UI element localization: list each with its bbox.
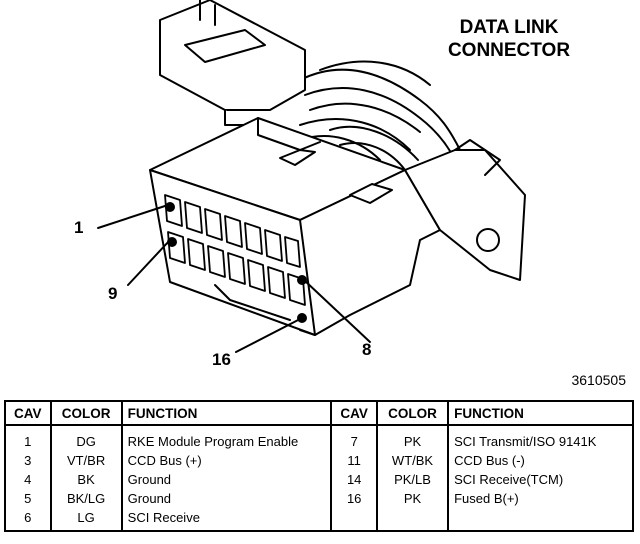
pin-label-9: 9 xyxy=(108,284,118,303)
header-cav-2: CAV xyxy=(330,400,378,426)
connector-illustration xyxy=(97,0,526,353)
title-line-2: CONNECTOR xyxy=(447,40,571,61)
upper-latch xyxy=(159,0,306,126)
pin-label-16: 16 xyxy=(212,350,231,369)
cav-cell: 4 xyxy=(4,470,52,489)
function-cell: CCD Bus (+) xyxy=(120,451,333,470)
table-row: 4 BK Ground 14 PK/LB SCI Receive(TCM) xyxy=(4,470,634,489)
title-line-1: DATA LINK xyxy=(459,17,559,38)
function-cell: Ground xyxy=(120,489,333,508)
cav-cell: 1 xyxy=(4,425,52,451)
function-cell: CCD Bus (-) xyxy=(447,451,634,470)
function-cell: SCI Receive(TCM) xyxy=(447,470,634,489)
function-cell xyxy=(447,508,634,532)
table-row: 5 BK/LG Ground 16 PK Fused B(+) xyxy=(4,489,634,508)
function-cell: RKE Module Program Enable xyxy=(120,425,333,451)
leader-lines xyxy=(97,204,371,353)
wire-bundle xyxy=(299,60,461,171)
color-cell: PK xyxy=(375,425,450,451)
header-function-2: FUNCTION xyxy=(447,400,634,426)
pinout-table: CAV COLOR FUNCTION CAV COLOR FUNCTION 1 … xyxy=(4,400,634,532)
table-row: 6 LG SCI Receive xyxy=(4,508,634,532)
table-header-row: CAV COLOR FUNCTION CAV COLOR FUNCTION xyxy=(4,400,634,426)
cav-cell: 3 xyxy=(4,451,52,470)
mounting-hole xyxy=(476,228,500,252)
function-cell: SCI Transmit/ISO 9141K xyxy=(447,425,634,451)
color-cell: VT/BR xyxy=(49,451,123,470)
header-color-2: COLOR xyxy=(375,400,450,426)
pin-8-marker xyxy=(297,275,307,285)
pin-16-marker xyxy=(297,313,307,323)
color-cell xyxy=(375,508,450,532)
color-cell: BK xyxy=(49,470,123,489)
pin-9-marker xyxy=(167,237,177,247)
pin-label-8: 8 xyxy=(362,340,372,359)
color-cell: PK xyxy=(375,489,450,508)
color-cell: DG xyxy=(49,425,123,451)
function-cell: Ground xyxy=(120,470,333,489)
color-cell: PK/LB xyxy=(375,470,450,489)
cavity-row-top xyxy=(164,194,301,268)
figure-number: 3610505 xyxy=(571,372,626,388)
header-color-1: COLOR xyxy=(49,400,123,426)
cav-cell: 7 xyxy=(330,425,378,451)
cav-cell: 5 xyxy=(4,489,52,508)
color-cell: LG xyxy=(49,508,123,532)
pin-label-1: 1 xyxy=(74,218,84,237)
cav-cell: 16 xyxy=(330,489,378,508)
diagram-title: DATA LINK CONNECTOR xyxy=(420,16,598,62)
cav-cell: 14 xyxy=(330,470,378,489)
color-cell: BK/LG xyxy=(49,489,123,508)
pin-1-marker xyxy=(165,202,175,212)
function-cell: SCI Receive xyxy=(120,508,333,532)
table-row: 3 VT/BR CCD Bus (+) 11 WT/BK CCD Bus (-) xyxy=(4,451,634,470)
color-cell: WT/BK xyxy=(375,451,450,470)
table-row: 1 DG RKE Module Program Enable 7 PK SCI … xyxy=(4,425,634,451)
connector-diagram: DATA LINK CONNECTOR 1 9 16 8 3610505 xyxy=(74,0,626,388)
cav-cell: 11 xyxy=(330,451,378,470)
cav-cell xyxy=(330,508,378,532)
cav-cell: 6 xyxy=(4,508,52,532)
header-function-1: FUNCTION xyxy=(120,400,333,426)
function-cell: Fused B(+) xyxy=(447,489,634,508)
header-cav-1: CAV xyxy=(4,400,52,426)
